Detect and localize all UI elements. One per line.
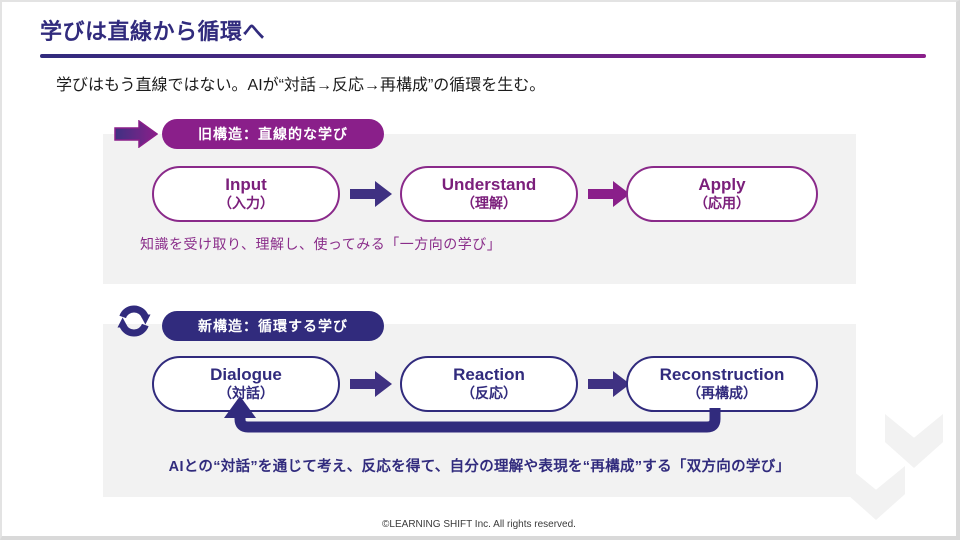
page-title: 学びは直線から循環へ	[40, 19, 266, 44]
flow-arrow-icon	[350, 181, 392, 207]
section-panel-circular: Dialogue （対話） Reaction （反応） Reconstructi…	[103, 324, 856, 497]
step-label-en: Input	[225, 174, 267, 194]
cycle-icon	[117, 305, 151, 337]
step-pill-apply: Apply （応用）	[626, 166, 818, 222]
step-label-en: Reaction	[453, 364, 525, 384]
block-arrow-right-icon	[114, 120, 158, 148]
step-label-ja: （反応）	[461, 385, 517, 402]
step-pill-reaction: Reaction （反応）	[400, 356, 578, 412]
step-label-en: Apply	[698, 174, 746, 194]
section-panel-linear: Input （入力） Understand （理解） Apply （応用） 知識…	[103, 134, 856, 284]
step-label-ja: （入力）	[218, 195, 274, 212]
step-label-ja: （応用）	[694, 195, 750, 212]
step-label-en: Understand	[441, 174, 537, 194]
step-label-en: Dialogue	[210, 364, 282, 384]
chevron-down-icon	[885, 414, 943, 468]
feedback-loop-arrow-icon	[224, 396, 721, 433]
step-label-ja: （理解）	[461, 195, 517, 212]
step-label-en: Reconstruction	[659, 364, 785, 384]
step-pill-understand: Understand （理解）	[400, 166, 578, 222]
section-caption-linear: 知識を受け取り、理解し、使ってみる「一方向の学び」	[140, 236, 502, 252]
title-divider	[40, 54, 926, 58]
step-label-ja: （再構成）	[687, 385, 757, 402]
step-pill-reconstruction: Reconstruction （再構成）	[626, 356, 818, 412]
section-badge-old: 旧構造：直線的な学び	[162, 119, 384, 149]
step-label-ja: （対話）	[218, 385, 274, 402]
flow-arrow-icon	[588, 181, 630, 207]
section-caption-circular: AIとの“対話”を通じて考え、反応を得て、自分の理解や表現を“再構成”する「双方…	[168, 459, 791, 475]
flow-arrow-icon	[588, 371, 630, 397]
step-pill-input: Input （入力）	[152, 166, 340, 222]
flow-arrow-icon	[350, 371, 392, 397]
subtitle: 学びはもう直線ではない。AIが“対話→反応→再構成”の循環を生む。	[56, 77, 546, 94]
footer-copyright: ©LEARNING SHIFT Inc. All rights reserved…	[382, 519, 576, 530]
section-badge-new: 新構造：循環する学び	[162, 311, 384, 341]
